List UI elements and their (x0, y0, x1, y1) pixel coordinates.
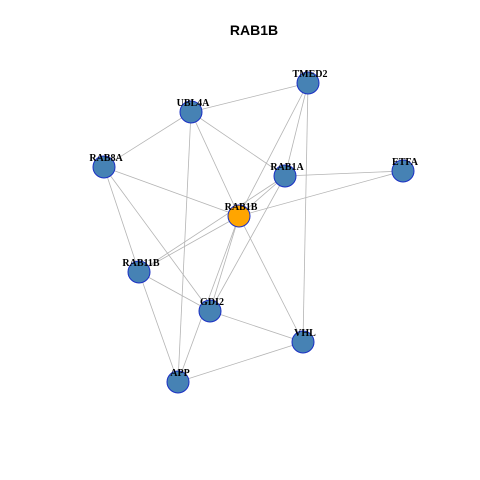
edge-vhl-app (177, 341, 304, 383)
edge-rab1a-rab11b (138, 175, 286, 273)
edge-ubl4a-rab1a (190, 111, 286, 177)
edge-gdi2-vhl (209, 310, 304, 343)
node-rab1a (273, 164, 297, 188)
node-tmed2 (296, 71, 320, 95)
node-label-vhl: VHL (294, 328, 316, 339)
node-ubl4a (179, 100, 203, 124)
edge-layer (103, 82, 404, 383)
node-label-gdi2: GDI2 (200, 297, 224, 308)
edge-ubl4a-rab8a (103, 111, 192, 168)
node-app (166, 370, 190, 394)
edge-rab1b-app (177, 215, 240, 383)
node-label-rab8a: RAB8A (89, 153, 123, 164)
diagram-title: RAB1B (230, 22, 278, 38)
edge-rab11b-gdi2 (138, 271, 211, 312)
edge-rab1a-gdi2 (209, 175, 286, 312)
edge-rab8a-rab1b (103, 166, 240, 217)
edge-rab1a-etfa (284, 170, 404, 177)
edge-tmed2-rab1a (284, 82, 309, 177)
node-layer (92, 71, 415, 394)
edge-rab8a-rab11b (103, 166, 140, 273)
edge-ubl4a-app (177, 111, 192, 383)
node-rab11b (127, 260, 151, 284)
edge-rab1b-vhl (238, 215, 304, 343)
edge-ubl4a-rab1b (190, 111, 240, 217)
node-gdi2 (198, 299, 222, 323)
edge-rab8a-gdi2 (103, 166, 211, 312)
edge-etfa-rab1b (238, 170, 404, 217)
edge-rab11b-app (138, 271, 179, 383)
edge-rab1b-gdi2 (209, 215, 240, 312)
node-label-ubl4a: UBL4A (177, 98, 211, 109)
node-etfa (391, 159, 415, 183)
node-label-app: APP (170, 368, 189, 379)
node-label-rab1b: RAB1B (225, 202, 258, 213)
node-label-etfa: ETFA (392, 157, 419, 168)
node-label-rab1a: RAB1A (270, 162, 304, 173)
edge-tmed2-ubl4a (190, 82, 309, 113)
node-rab1b (227, 204, 251, 228)
node-label-rab11b: RAB11B (122, 258, 160, 269)
node-vhl (291, 330, 315, 354)
edge-tmed2-vhl (302, 82, 309, 343)
node-label-tmed2: TMED2 (293, 69, 328, 80)
edge-rab1b-rab11b (138, 215, 240, 273)
node-rab8a (92, 155, 116, 179)
edge-tmed2-rab1b (238, 82, 309, 217)
